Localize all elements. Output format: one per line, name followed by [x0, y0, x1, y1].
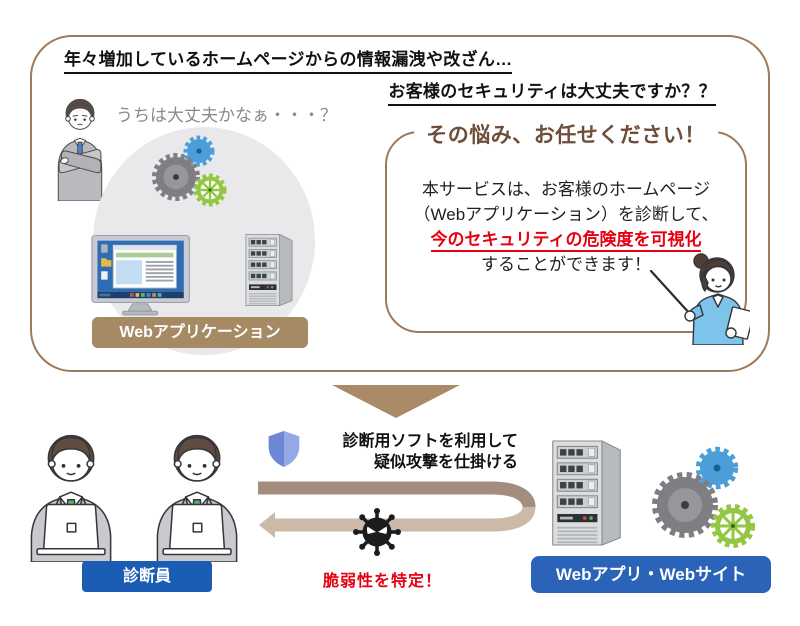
diagnostician-illustration-1 — [30, 434, 112, 562]
bubble-body-line1: 本サービスは、お客様のホームページ — [421, 180, 711, 199]
worried-man-illustration — [57, 98, 103, 201]
headline-secondary: お客様のセキュリティは大丈夫ですか？？ — [388, 77, 716, 106]
bubble-body: 本サービスは、お客様のホームページ （Webアプリケーション）を診断して、 今の… — [387, 177, 745, 277]
shield-icon — [268, 431, 300, 467]
bubble-body-line2: （Webアプリケーション）を診断して、 — [413, 205, 719, 224]
attack-line1: 診断用ソフトを利用して — [342, 433, 518, 450]
diagnostician-illustration-2 — [156, 434, 238, 562]
gear-blue-icon — [183, 135, 215, 167]
virus-icon — [353, 508, 401, 556]
consult-bubble: その悩み、お任せください！ 本サービスは、お客様のホームページ （Webアプリケ… — [385, 119, 747, 333]
attack-line2: 疑似攻撃を仕掛ける — [373, 454, 518, 471]
web-app-label: Webアプリケーション — [92, 317, 308, 348]
presenter-woman-illustration — [649, 253, 750, 345]
gear-green-icon — [711, 504, 755, 548]
target-label: Webアプリ・Webサイト — [531, 556, 771, 593]
loop-arrow-icon — [258, 481, 536, 538]
server-icon-large — [552, 440, 621, 546]
server-icon — [245, 234, 293, 306]
gear-blue-icon — [695, 446, 739, 490]
gear-gray-icon — [652, 472, 718, 538]
gears-icon-large — [652, 446, 755, 548]
monitor-icon — [91, 235, 190, 316]
bubble-title: その悩み、お任せください！ — [414, 119, 718, 149]
gear-gray-icon — [152, 153, 200, 201]
bubble-body-line3: することができます！ — [481, 255, 651, 274]
headline-primary: 年々増加しているホームページからの情報漏洩や改ざん… — [64, 45, 513, 74]
diagnostician-label: 診断員 — [82, 561, 212, 592]
gear-green-icon — [193, 173, 227, 207]
attack-description: 診断用ソフトを利用して 疑似攻撃を仕掛ける — [306, 431, 518, 473]
thought-text: うちは大丈夫かなぁ・・・？ — [116, 106, 337, 125]
down-arrow-icon — [332, 385, 460, 418]
bubble-highlight-text: 今のセキュリティの危険度を可視化 — [430, 230, 702, 252]
gears-icon — [152, 135, 227, 207]
vulnerability-label: 脆弱性を特定！ — [323, 573, 443, 590]
